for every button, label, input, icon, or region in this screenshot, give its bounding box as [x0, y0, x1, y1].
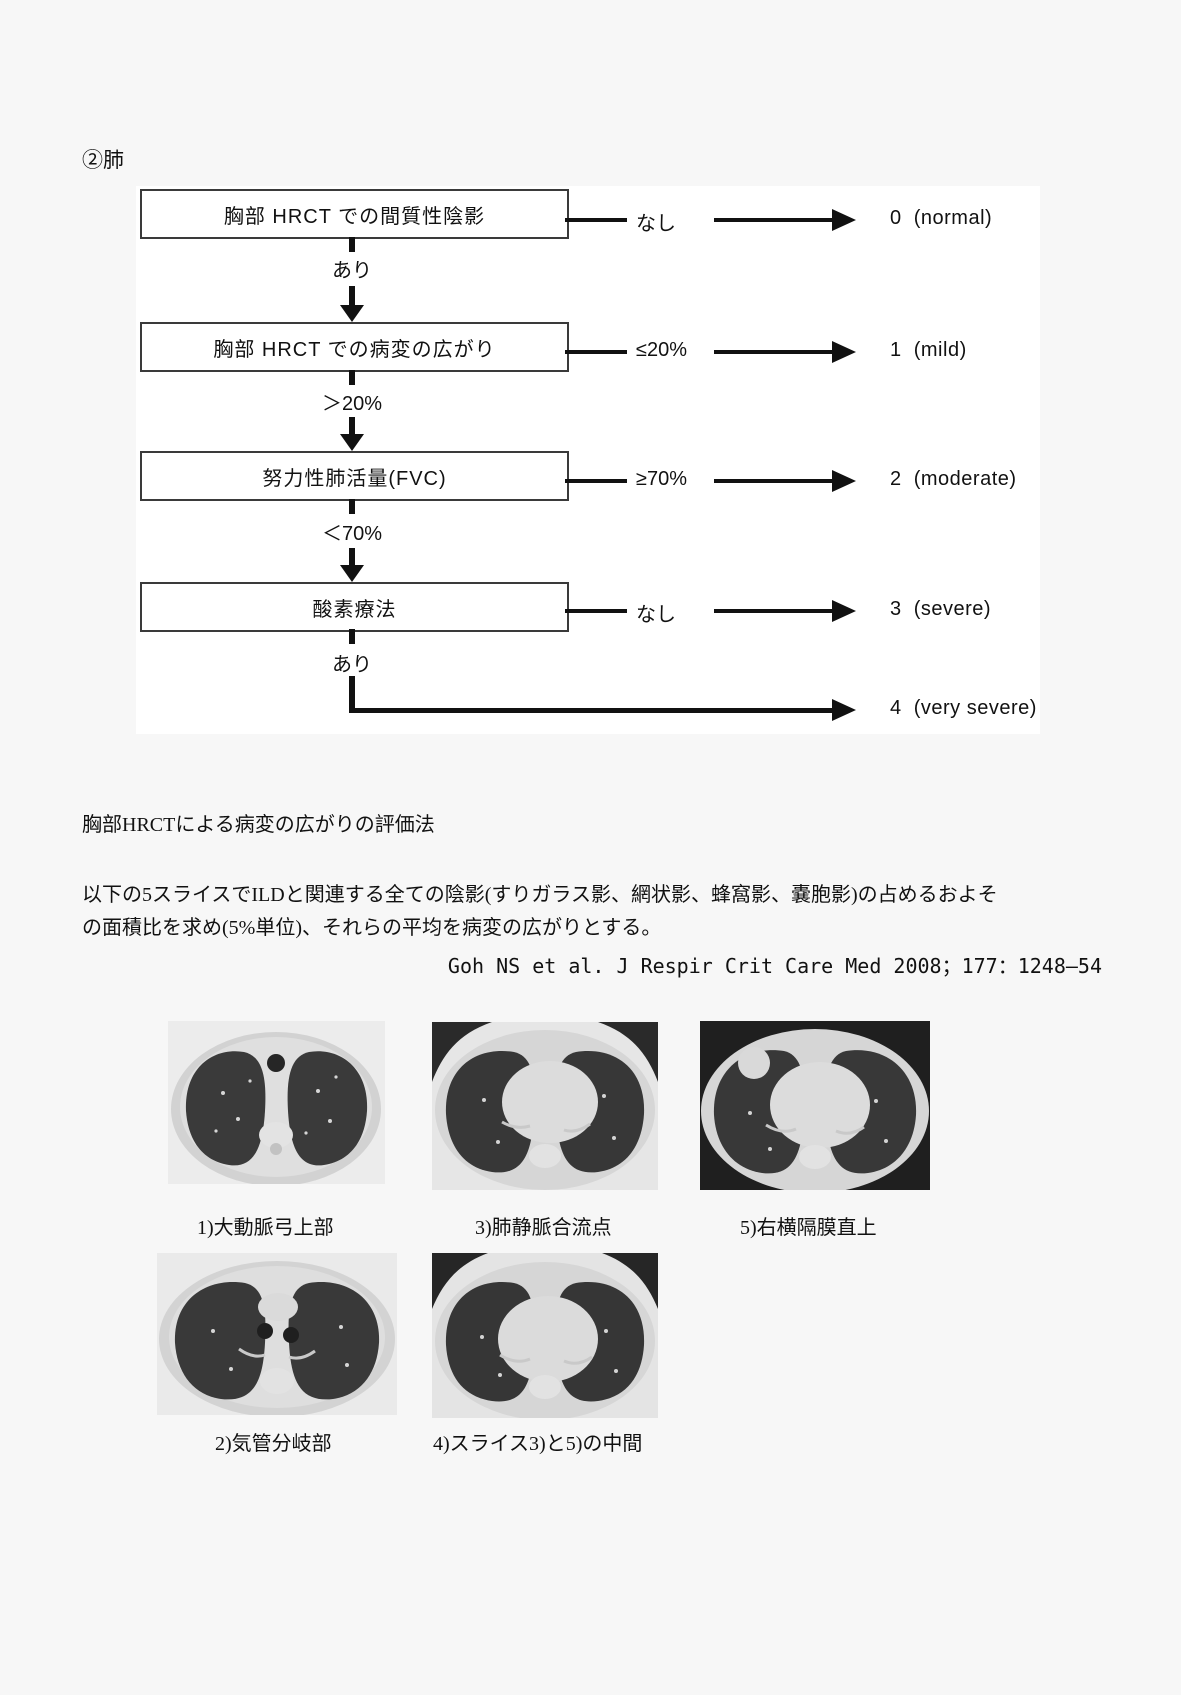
section-label: ②肺 — [82, 148, 124, 172]
ct-label-3: 3)肺静脈合流点 — [475, 1217, 612, 1239]
ct-image-4 — [432, 1253, 658, 1418]
connector-line — [349, 499, 355, 514]
result-grade-3: 3 (severe) — [890, 598, 992, 620]
arrow-down-icon — [340, 305, 364, 322]
branch-label: ≥70% — [636, 468, 688, 490]
branch-line — [565, 609, 627, 613]
branch-label: なし — [636, 213, 676, 235]
result-grade-2: 2 (moderate) — [890, 468, 1017, 490]
ct-label-5: 5)右横隔膜直上 — [740, 1217, 877, 1239]
ct-slice-2-svg — [157, 1253, 397, 1415]
method-heading: 胸部HRCTによる病変の広がりの評価法 — [82, 814, 435, 836]
result-grade-1: 1 (mild) — [890, 339, 967, 361]
connector-line — [349, 548, 355, 565]
arrow-right-icon — [832, 341, 856, 363]
result-grade-4: 4 (very severe) — [890, 697, 1037, 719]
arrow-right-icon — [832, 699, 856, 721]
ct-image-3 — [432, 1022, 658, 1190]
ct-image-5 — [700, 1021, 930, 1190]
ct-label-2: 2)気管分岐部 — [215, 1433, 332, 1455]
arrow-line — [714, 350, 832, 354]
connector-label: ＜70% — [321, 523, 383, 545]
ct-image-2 — [157, 1253, 397, 1415]
citation: Goh NS et al. J Respir Crit Care Med 200… — [447, 954, 1102, 978]
branch-line — [565, 479, 627, 483]
connector-line — [349, 629, 355, 644]
arrow-down-icon — [340, 565, 364, 582]
arrow-right-icon — [832, 470, 856, 492]
flowchart-box-oxygen-therapy: 酸素療法 — [140, 582, 569, 632]
flowchart-box-hrct-shadow: 胸部 HRCT での間質性陰影 — [140, 189, 569, 239]
arrow-line — [714, 218, 832, 222]
flowchart-box-hrct-extent: 胸部 HRCT での病変の広がり — [140, 322, 569, 372]
ct-image-1 — [168, 1021, 385, 1184]
ct-slice-5-svg — [700, 1021, 930, 1190]
ct-slice-3-svg — [432, 1022, 658, 1190]
connector-label: あり — [332, 260, 372, 282]
ct-slice-4-svg — [432, 1253, 658, 1418]
arrow-down-icon — [340, 434, 364, 451]
flowchart-box-fvc: 努力性肺活量(FVC) — [140, 451, 569, 501]
arrow-right-icon — [832, 209, 856, 231]
paragraph-line-2: の面積比を求め(5%単位)、それらの平均を病変の広がりとする。 — [82, 917, 662, 939]
connector-line — [349, 370, 355, 385]
connector-line — [349, 676, 355, 713]
arrow-line — [714, 609, 832, 613]
ct-label-4: 4)スライス3)と5)の中間 — [433, 1433, 643, 1455]
branch-label: なし — [636, 604, 676, 626]
connector-label: あり — [332, 654, 372, 676]
result-grade-0: 0 (normal) — [890, 207, 993, 229]
branch-line — [565, 350, 627, 354]
ct-label-1: 1)大動脈弓上部 — [197, 1217, 334, 1239]
connector-line — [349, 417, 355, 434]
branch-label: ≤20% — [636, 339, 688, 361]
arrow-right-icon — [832, 600, 856, 622]
ct-slice-1-svg — [168, 1021, 385, 1184]
connector-label: ＞20% — [321, 393, 383, 415]
connector-line — [349, 286, 355, 306]
final-arrow-line — [349, 708, 832, 713]
arrow-line — [714, 479, 832, 483]
paragraph-line-1: 以下の5スライスでILDと関連する全ての陰影(すりガラス影、網状影、蜂窩影、嚢胞… — [82, 884, 998, 906]
connector-line — [349, 237, 355, 252]
branch-line — [565, 218, 627, 222]
